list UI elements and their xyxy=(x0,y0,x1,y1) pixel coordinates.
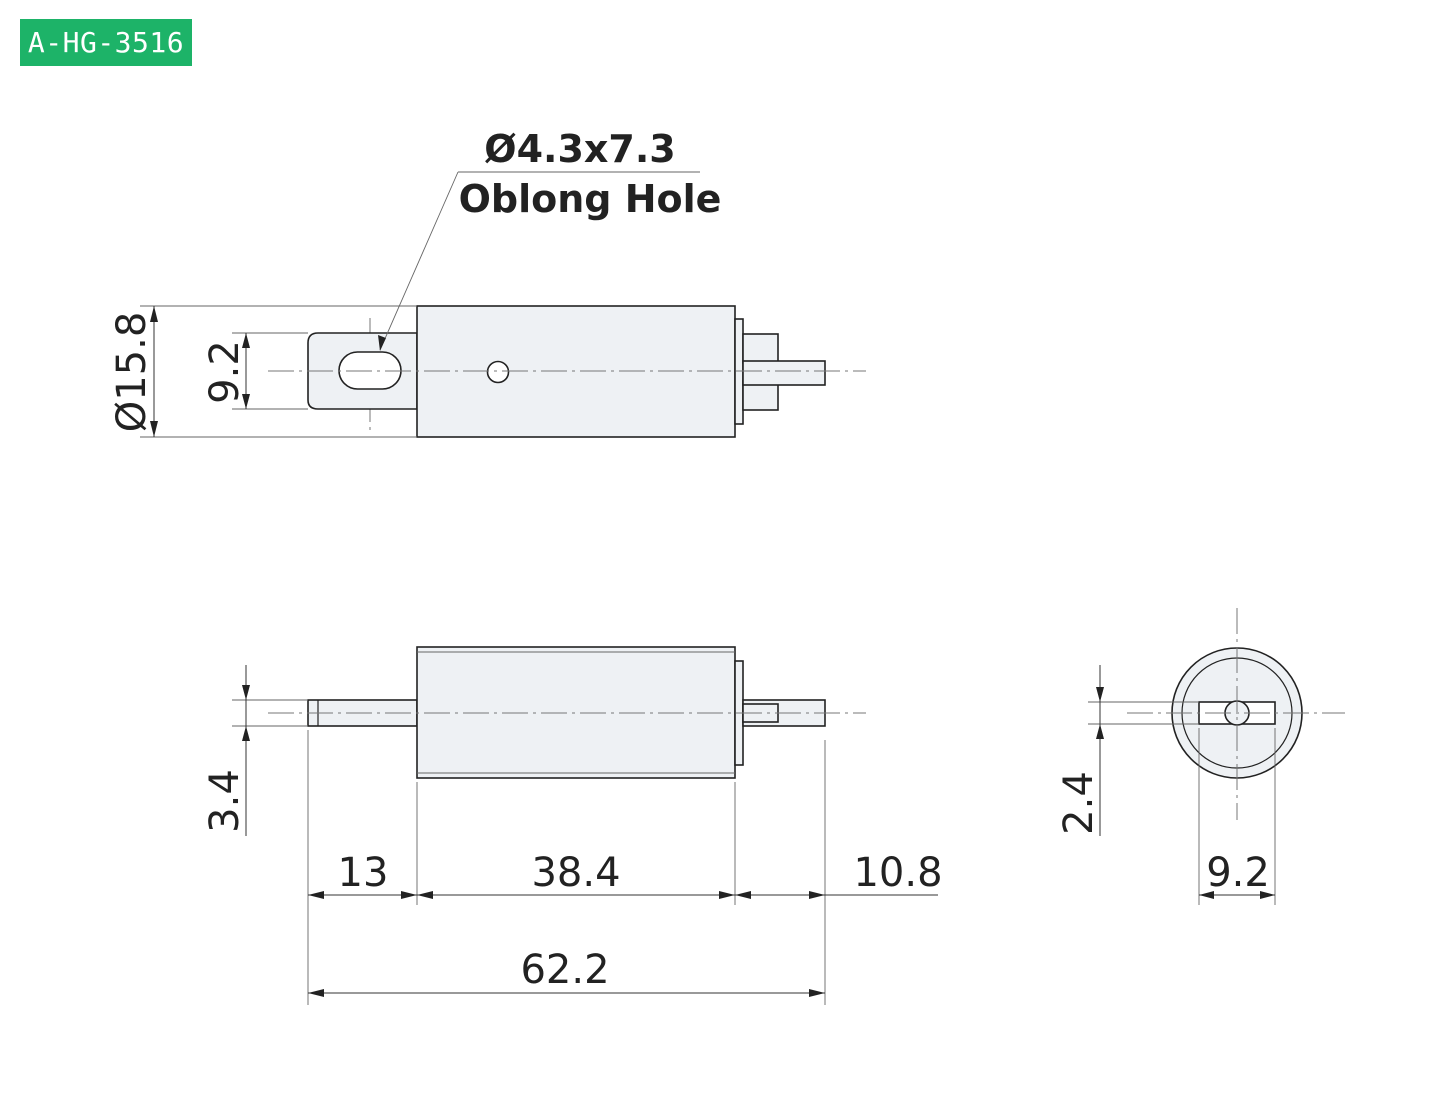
side-view: 3.4 13 38.4 10.8 62.2 xyxy=(202,646,943,1005)
seg-arrow-2 xyxy=(401,891,417,899)
overall-length-label: 62.2 xyxy=(520,947,609,993)
slot-arrow-bottom xyxy=(1096,724,1104,739)
overall-arrow-left xyxy=(308,989,324,997)
dia-arrow-top xyxy=(150,306,158,322)
end-view: 2.4 9.2 xyxy=(1056,608,1345,905)
end-slot-length-label: 9.2 xyxy=(1206,850,1270,896)
slot-arrow-top xyxy=(1096,687,1104,702)
body-hole xyxy=(486,360,510,384)
seg-arrow-4 xyxy=(719,891,735,899)
shaft-arrow-bottom xyxy=(242,726,250,741)
model-code-badge: A-HG-3516 xyxy=(20,19,192,66)
end-slot-width-label: 2.4 xyxy=(1056,771,1102,835)
tab-arrow-top xyxy=(242,333,250,348)
body-length-label: 38.4 xyxy=(531,850,620,896)
shaft-thickness-label: 3.4 xyxy=(202,769,248,833)
shaft-length-label: 10.8 xyxy=(853,850,942,896)
overall-arrow-right xyxy=(809,989,825,997)
shaft-arrow-top xyxy=(242,685,250,700)
seg-arrow-5 xyxy=(735,891,751,899)
top-view: Ø15.8 9.2 Ø4.3x7.3 Oblong Hole xyxy=(109,127,866,438)
slot-len-arrow-left xyxy=(1199,891,1214,899)
callout-leader xyxy=(379,171,459,351)
tab-width-label: 9.2 xyxy=(202,340,248,404)
plunger-shaft xyxy=(742,360,826,386)
dia-arrow-bottom xyxy=(150,421,158,437)
callout-arrow xyxy=(378,335,386,351)
tab-length-label: 13 xyxy=(338,850,389,896)
seg-arrow-6 xyxy=(809,891,825,899)
slot-len-arrow-right xyxy=(1260,891,1275,899)
hole-size-label: Ø4.3x7.3 xyxy=(484,127,675,171)
seg-arrow-1 xyxy=(308,891,324,899)
tab-arrow-bottom xyxy=(242,394,250,409)
body-diameter-label: Ø15.8 xyxy=(109,312,155,433)
upper-stop xyxy=(742,333,779,364)
hole-type-label: Oblong Hole xyxy=(459,177,722,221)
seg-arrow-3 xyxy=(417,891,433,899)
